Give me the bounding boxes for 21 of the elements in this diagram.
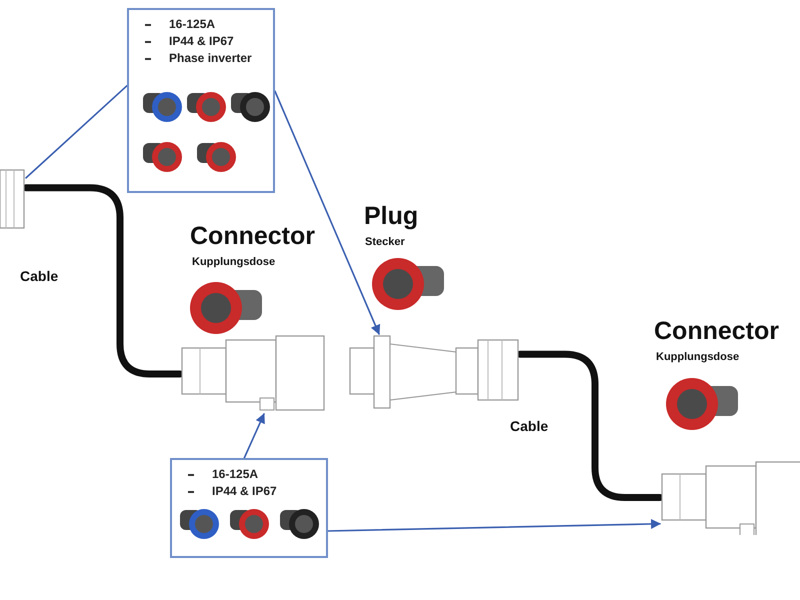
callout-box	[127, 8, 275, 193]
subheading: Kupplungsdose	[192, 256, 276, 268]
cable-line	[516, 350, 664, 501]
subheading: Kupplungsdose	[656, 351, 740, 363]
subheading: Stecker	[365, 236, 405, 248]
heading: Plug	[364, 202, 418, 231]
heading: Connector	[654, 317, 779, 346]
cable-label: Cable	[20, 268, 58, 284]
bullet-item: 16-125A	[212, 467, 258, 481]
connector-line	[25, 84, 128, 179]
arrow	[327, 518, 661, 532]
callout-box	[170, 458, 328, 558]
cable-line	[22, 184, 184, 378]
bullet-item: IP44 & IP67	[169, 34, 234, 48]
bullet-item: Phase inverter	[169, 51, 252, 65]
arrow	[274, 90, 380, 335]
heading: Connector	[190, 222, 315, 251]
cable-label: Cable	[510, 418, 548, 434]
arrow	[243, 413, 265, 459]
bullet-item: IP44 & IP67	[212, 484, 277, 498]
bullet-item: 16-125A	[169, 17, 216, 31]
